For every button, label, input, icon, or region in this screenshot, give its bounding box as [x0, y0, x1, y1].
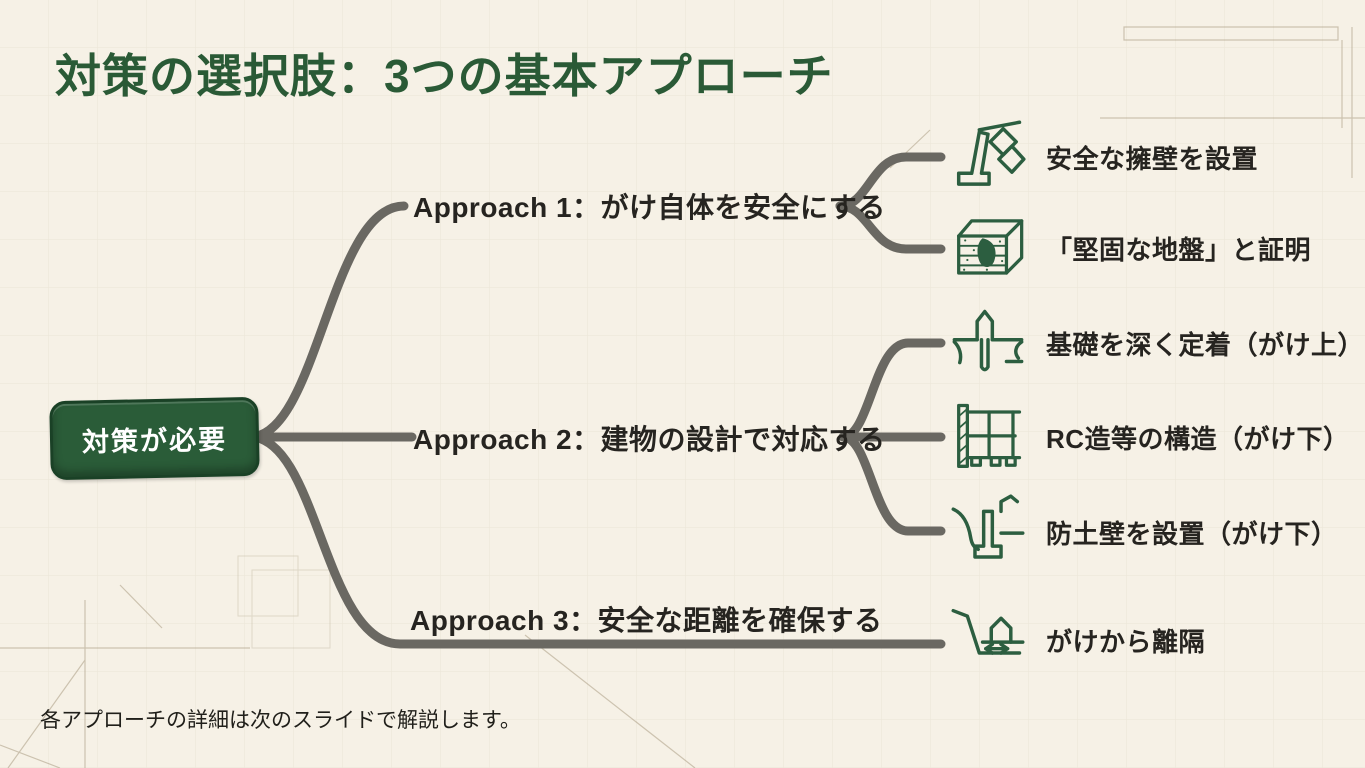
soil-barrier-icon	[950, 494, 1026, 570]
slide-title: 対策の選択肢：3つの基本アプローチ	[55, 50, 834, 102]
footer-note: 各アプローチの詳細は次のスライドで解説します。	[40, 709, 521, 732]
leaf-label: RC造等の構造（がけ下）	[1046, 423, 1350, 454]
leaf-label: がけから離隔	[1046, 626, 1206, 657]
distance-from-cliff-icon	[950, 602, 1026, 678]
root-node: 対策が必要	[49, 396, 260, 481]
leaf-item-retaining-wall: 安全な擁壁を設置	[950, 119, 1258, 195]
deep-foundation-icon	[950, 305, 1026, 381]
leaf-item-distance-from-cliff: がけから離隔	[950, 602, 1205, 678]
retaining-wall-icon	[950, 119, 1026, 195]
rc-structure-icon	[950, 399, 1026, 475]
approach-1-label: Approach 1：がけ自体を安全にする	[413, 192, 886, 223]
leaf-item-soil-barrier: 防土壁を設置（がけ下）	[950, 494, 1338, 570]
root-node-label: 対策が必要	[81, 424, 228, 458]
approach-2-label: Approach 2：建物の設計で対応する	[413, 424, 886, 455]
leaf-label: 防土壁を設置（がけ下）	[1046, 518, 1338, 549]
leaf-item-deep-foundation: 基礎を深く定着（がけ上）	[950, 305, 1364, 381]
leaf-label: 安全な擁壁を設置	[1046, 143, 1259, 174]
branch-approach-1	[245, 201, 409, 442]
solid-ground-icon	[950, 210, 1026, 286]
leaf-item-rc-structure: RC造等の構造（がけ下）	[950, 399, 1350, 475]
leaf-label: 「堅固な地盤」と証明	[1046, 234, 1312, 265]
leaf-item-solid-ground: 「堅固な地盤」と証明	[950, 210, 1311, 286]
leaf-label: 基礎を深く定着（がけ上）	[1046, 329, 1365, 360]
approach-3-label: Approach 3：安全な距離を確保する	[410, 605, 883, 636]
